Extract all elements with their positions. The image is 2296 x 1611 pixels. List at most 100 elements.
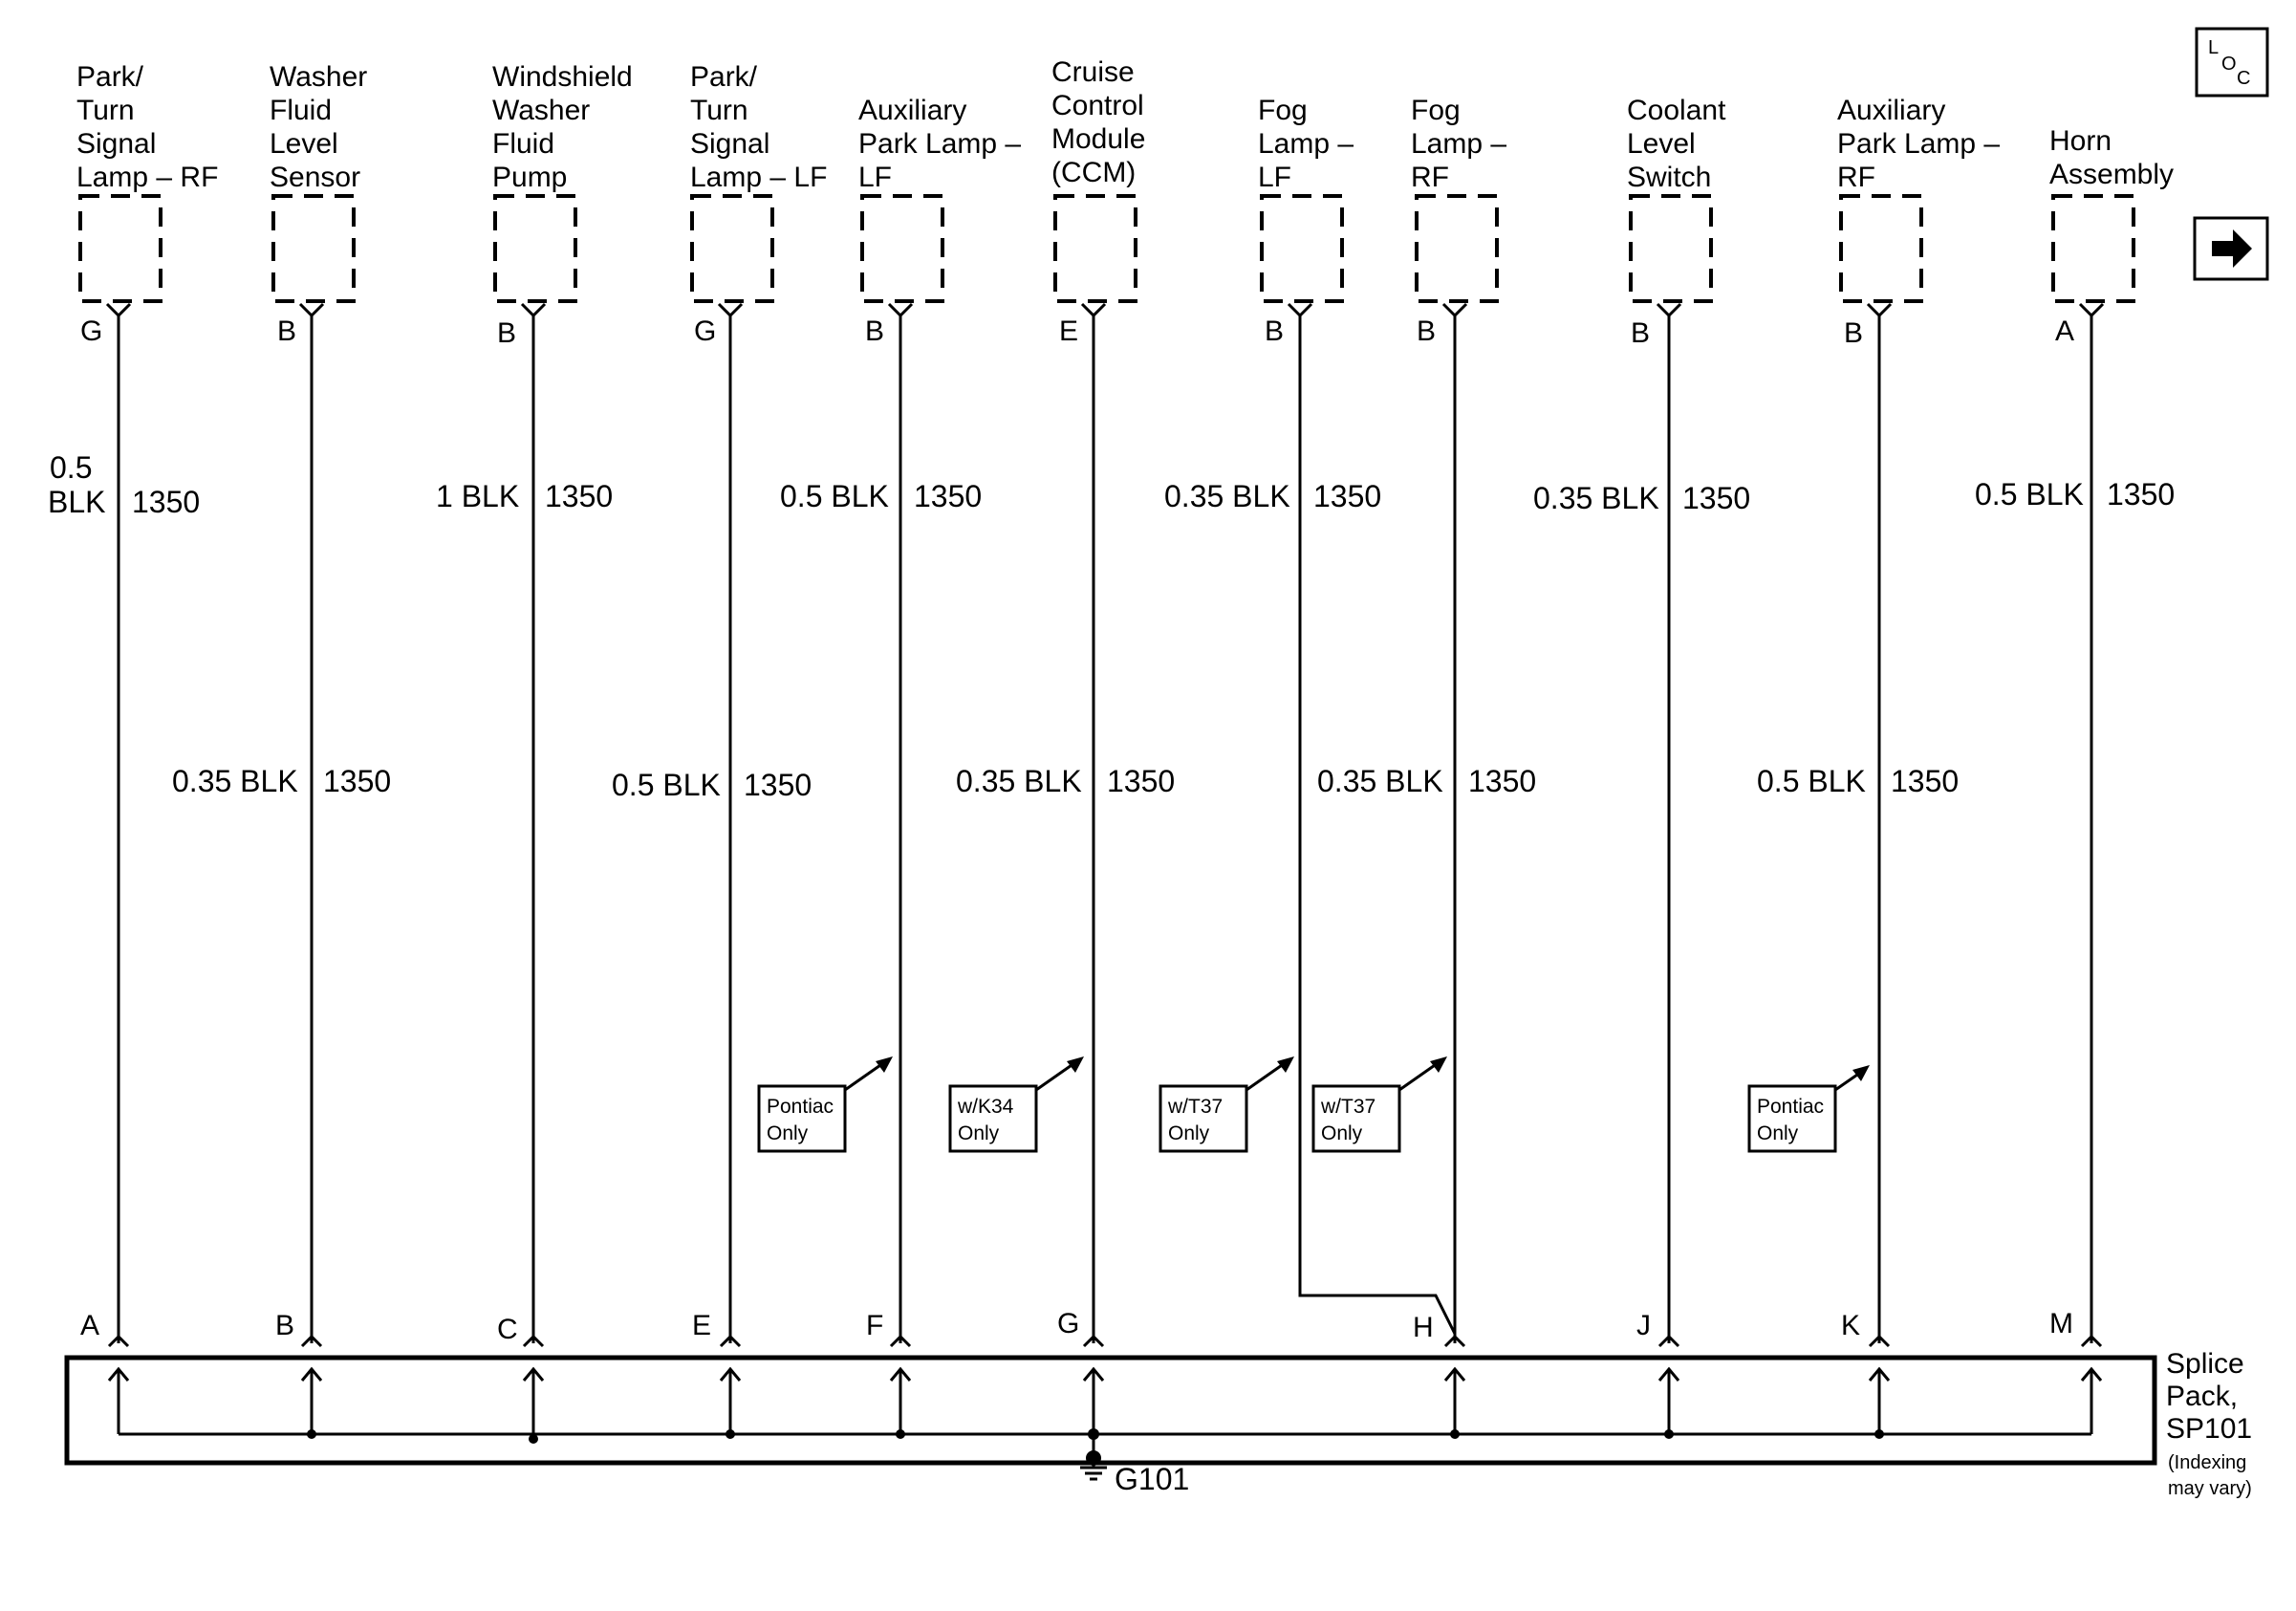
component-label: Cruise [1051, 56, 1135, 88]
component-box [690, 194, 774, 303]
component-label: Lamp – LF [690, 162, 827, 193]
component-label: Turn [690, 95, 748, 126]
splice-pin-label: C [497, 1314, 518, 1345]
component-box [860, 194, 944, 303]
pin-label: B [1631, 317, 1650, 349]
component-label: Sensor [270, 162, 360, 193]
component-boxes [78, 194, 2135, 303]
option-box: w/K34 Only [948, 1056, 1084, 1153]
component-box [271, 194, 356, 303]
splice-pin-label: K [1841, 1310, 1860, 1341]
ground-label: G101 [1115, 1462, 1189, 1496]
wire-size: 0.35 BLK [1164, 479, 1290, 513]
component-label: Signal [690, 128, 769, 160]
circuit-number: 1350 [1891, 764, 1959, 798]
pin-label: G [80, 316, 102, 347]
wire-size: 0.5 [50, 450, 92, 485]
top-connector-chevrons [105, 302, 2105, 318]
svg-text:Only: Only [958, 1122, 1000, 1144]
component-label: Switch [1627, 162, 1711, 193]
component-box [1839, 194, 1923, 303]
splice-pack-box [64, 1355, 2157, 1466]
splice-pin-label: G [1057, 1308, 1079, 1339]
component-box [1629, 194, 1713, 303]
splice-connector-chevrons [107, 1334, 2103, 1348]
component-label: Assembly [2049, 159, 2174, 190]
svg-text:Only: Only [1168, 1122, 1210, 1144]
svg-text:Only: Only [767, 1122, 809, 1144]
circuit-number: 1350 [1468, 764, 1536, 798]
component-label: Horn [2049, 125, 2112, 157]
component-label: Park/ [76, 61, 144, 93]
component-label: Park Lamp – [1837, 128, 2000, 160]
wire-size: 0.5 BLK [780, 479, 889, 513]
component-label: (CCM) [1051, 157, 1136, 188]
component-label: Level [1627, 128, 1696, 160]
option-box: w/T37 Only [1311, 1056, 1447, 1153]
svg-text:Pack,: Pack, [2166, 1381, 2238, 1412]
option-box: w/T37 Only [1159, 1056, 1294, 1153]
splice-pin-label: J [1636, 1310, 1651, 1341]
svg-text:Pontiac: Pontiac [1757, 1096, 1824, 1118]
option-box: Pontiac Only [1747, 1065, 1870, 1153]
splice-pin-label: M [2049, 1308, 2073, 1339]
component-label: RF [1411, 162, 1449, 193]
splice-pin-label: A [80, 1310, 99, 1341]
component-label: Lamp – RF [76, 162, 218, 193]
component-label: Washer [270, 61, 367, 93]
svg-text:O: O [2221, 54, 2237, 75]
wire-fog-lf [1298, 316, 1457, 1335]
splice-pins: A B C E F G H J K M [80, 1308, 2073, 1345]
wire-size: 0.35 BLK [1533, 481, 1659, 515]
component-labels: Park/ Turn Signal Lamp – RF Washer Fluid… [76, 56, 2174, 193]
right-arrow-icon[interactable] [2193, 216, 2269, 281]
component-box [2051, 194, 2135, 303]
svg-text:Only: Only [1757, 1122, 1799, 1144]
wire-size: 0.35 BLK [956, 764, 1082, 798]
wires [105, 302, 2105, 1348]
pin-label: A [2055, 316, 2074, 347]
wire-size: 0.5 BLK [1757, 764, 1866, 798]
svg-text:(Indexing: (Indexing [2168, 1452, 2246, 1473]
option-box: Pontiac Only [757, 1056, 893, 1153]
component-label: Lamp – [1258, 128, 1354, 160]
circuit-number: 1350 [545, 479, 613, 513]
wire-size: 0.5 BLK [612, 768, 721, 802]
splice-pack-label: Splice Pack, SP101 (Indexing may vary) [2166, 1348, 2252, 1499]
component-label: Park Lamp – [858, 128, 1021, 160]
splice-pin-label: B [275, 1310, 294, 1341]
svg-text:Pontiac: Pontiac [767, 1096, 834, 1118]
svg-text:Splice: Splice [2166, 1348, 2244, 1380]
component-label: Turn [76, 95, 135, 126]
component-box [1415, 194, 1499, 303]
pin-label: B [1417, 316, 1436, 347]
component-label: Lamp – [1411, 128, 1506, 160]
component-box [1053, 194, 1137, 303]
component-label: Auxiliary [858, 95, 966, 126]
pin-label: B [497, 317, 516, 349]
splice-pin-label: F [866, 1310, 883, 1341]
component-label: LF [858, 162, 892, 193]
wire-size: BLK [48, 485, 105, 519]
svg-text:w/K34: w/K34 [957, 1096, 1014, 1118]
circuit-number: 1350 [1682, 481, 1750, 515]
splice-pack [64, 1355, 2157, 1466]
component-label: Park/ [690, 61, 758, 93]
component-label: Pump [492, 162, 567, 193]
component-label: Coolant [1627, 95, 1726, 126]
wire-size: 0.35 BLK [1317, 764, 1443, 798]
component-label: Fog [1411, 95, 1461, 126]
component-label: Windshield [492, 61, 633, 93]
wire-size: 0.35 BLK [172, 764, 298, 798]
circuit-number: 1350 [744, 768, 812, 802]
wire-labels: 0.5 BLK 1350 0.35 BLK 1350 1 BLK 1350 0.… [48, 450, 2175, 802]
component-label: Level [270, 128, 338, 160]
location-icon[interactable]: L O C [2195, 27, 2269, 98]
pin-label: G [694, 316, 716, 347]
component-label: Control [1051, 90, 1144, 121]
circuit-number: 1350 [323, 764, 391, 798]
option-notes: Pontiac Only w/K34 Only w/T37 Only w/T37… [757, 1056, 1870, 1153]
component-label: Fluid [270, 95, 332, 126]
component-label: Module [1051, 123, 1145, 155]
